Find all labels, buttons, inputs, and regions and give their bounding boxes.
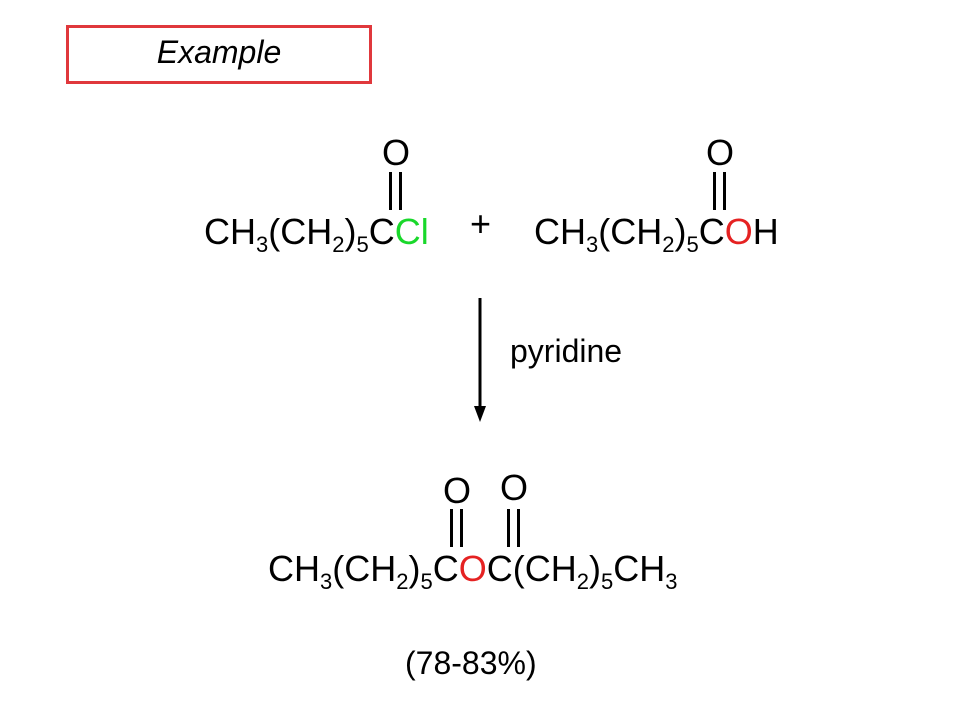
product-sub-3b: 3 bbox=[665, 569, 678, 594]
product-close-paren: ) bbox=[408, 548, 421, 589]
reactant2-close-paren: ) bbox=[674, 211, 687, 252]
reactant2-hydroxyl-oxygen: O bbox=[724, 211, 753, 252]
product-sub-3: 3 bbox=[320, 569, 333, 594]
reactant2-sub-3: 3 bbox=[586, 232, 599, 257]
reactant1-carbonyl-carbon: C bbox=[368, 211, 395, 252]
reactant1-double-bond-line-b bbox=[399, 172, 402, 210]
reactant1-carbonyl-oxygen: O bbox=[381, 132, 410, 173]
reaction-arrow-head bbox=[474, 406, 486, 422]
reactant2-hydrogen: H bbox=[752, 211, 779, 252]
product-double-bond-2-line-a bbox=[507, 509, 510, 547]
title-box bbox=[66, 25, 372, 84]
reactant2-formula: CH3(CH2)5COH bbox=[534, 211, 779, 256]
product-sub-5: 5 bbox=[420, 569, 433, 594]
product-carbonyl-carbon-1: C bbox=[432, 548, 459, 589]
reactant2-carbonyl-carbon: C bbox=[698, 211, 725, 252]
product-ch: CH bbox=[268, 548, 320, 589]
reactant1-sub-2: 2 bbox=[332, 232, 345, 257]
product-sub-2b: 2 bbox=[576, 569, 589, 594]
reaction-arrow bbox=[474, 298, 486, 422]
reactant1-formula: CH3(CH2)5CCl bbox=[204, 211, 429, 256]
reactant1-double-bond-line-a bbox=[389, 172, 392, 210]
product-double-bond-1-line-b bbox=[460, 509, 463, 547]
reagent-label: pyridine bbox=[510, 333, 623, 369]
reactant2-paren-ch: (CH bbox=[598, 211, 663, 252]
product-paren-ch: (CH bbox=[332, 548, 397, 589]
reactant2-double-bond-line-a bbox=[713, 172, 716, 210]
product-double-bond-1-line-a bbox=[450, 509, 453, 547]
product-double-bond-2-line-b bbox=[517, 509, 520, 547]
slide-title: Example bbox=[156, 34, 282, 70]
product-tail-ch: CH bbox=[613, 548, 666, 589]
product-sub-5b: 5 bbox=[600, 569, 614, 594]
reactant1-chlorine: Cl bbox=[394, 211, 429, 252]
reactant1-close-paren: ) bbox=[344, 211, 357, 252]
product-carbonyl-carbon-2: C(CH bbox=[486, 548, 577, 589]
reactant2-double-bond-line-b bbox=[723, 172, 726, 210]
reactant2-carbonyl-oxygen: O bbox=[705, 132, 734, 173]
reactant2-sub-5: 5 bbox=[686, 232, 699, 257]
product-carbonyl-oxygen-1: O bbox=[442, 470, 471, 511]
product-formula: CH3(CH2)5COC(CH2)5CH3 bbox=[268, 548, 677, 593]
yield-label: (78-83%) bbox=[405, 645, 537, 681]
product-close-paren-2: ) bbox=[588, 548, 601, 589]
reactant1-ch: CH bbox=[204, 211, 256, 252]
product-bridging-oxygen: O bbox=[458, 548, 487, 589]
product-carbonyl-oxygen-2: O bbox=[499, 467, 528, 508]
reactant1-sub-5: 5 bbox=[356, 232, 369, 257]
reactant1-paren-ch: (CH bbox=[268, 211, 333, 252]
reactant2-sub-2: 2 bbox=[662, 232, 675, 257]
reactant1-sub-3: 3 bbox=[256, 232, 269, 257]
product-sub-2: 2 bbox=[396, 569, 409, 594]
reactant2-ch: CH bbox=[534, 211, 586, 252]
plus-sign: + bbox=[470, 203, 492, 244]
